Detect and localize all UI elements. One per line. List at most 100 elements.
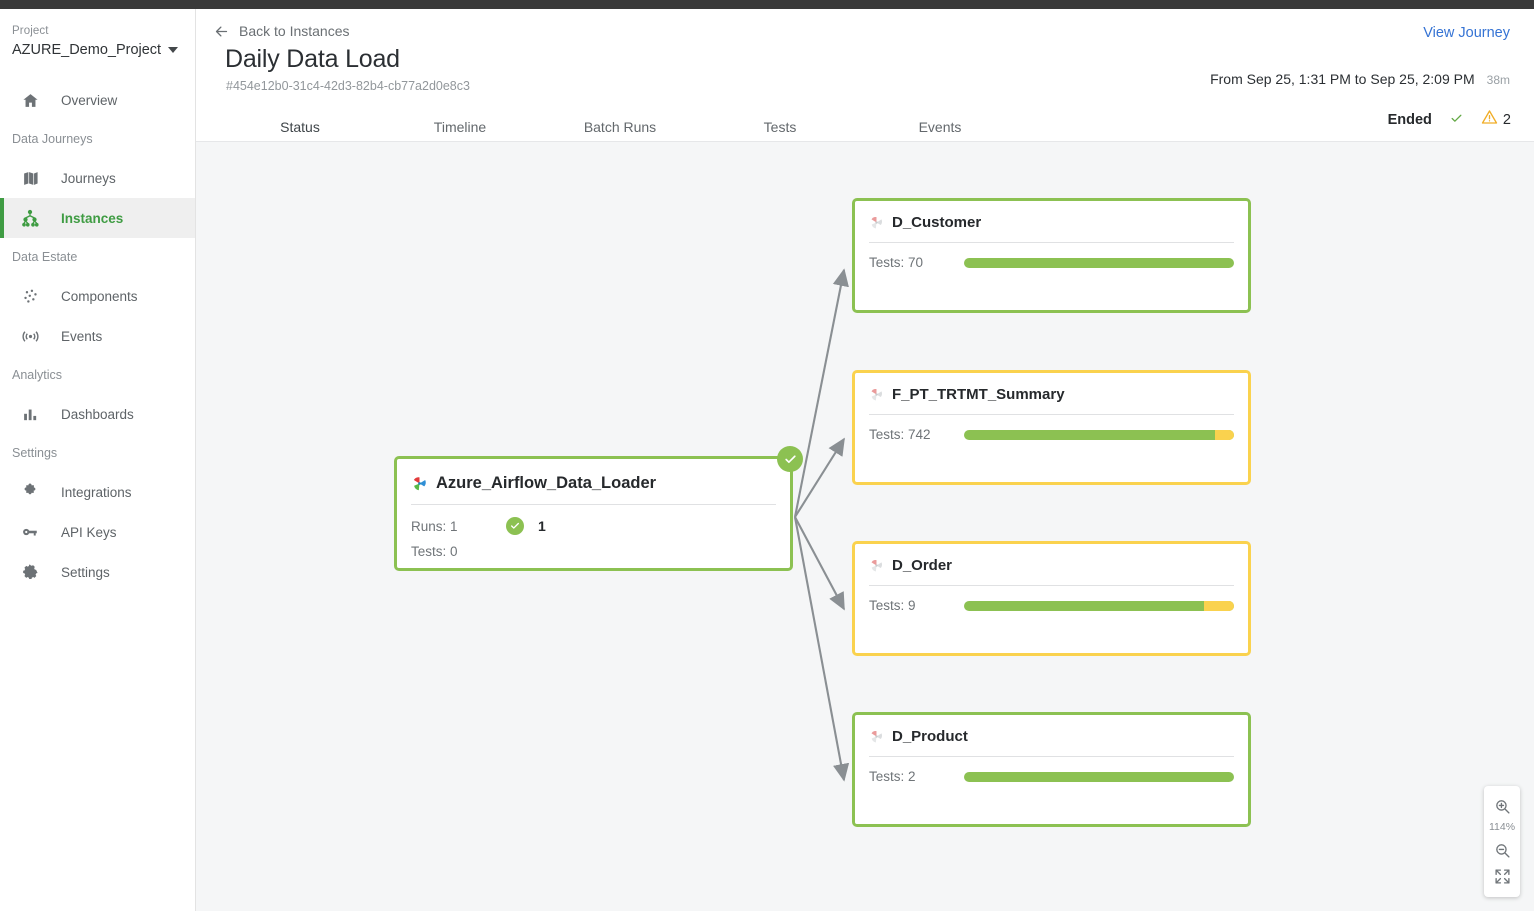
node-divider xyxy=(869,756,1234,757)
run-time-range: From Sep 25, 1:31 PM to Sep 25, 2:09 PM … xyxy=(1210,71,1510,87)
airflow-pinwheel-icon xyxy=(411,475,428,492)
sidebar-item-label: Overview xyxy=(61,92,118,108)
sidebar-item-integrations[interactable]: Integrations xyxy=(0,472,195,512)
graph-edges xyxy=(793,268,850,782)
arrow-left-icon xyxy=(215,26,228,36)
view-journey-link[interactable]: View Journey xyxy=(1423,25,1510,41)
tests-label: Tests: 9 xyxy=(869,598,916,613)
airflow-pinwheel-icon xyxy=(869,215,884,230)
sidebar: Project AZURE_Demo_Project Overview Data… xyxy=(0,9,196,911)
sidebar-item-label: Dashboards xyxy=(61,406,134,422)
graph-node-azure-airflow-data-loader[interactable]: Azure_Airflow_Data_Loader Runs: 1 1 Test… xyxy=(394,446,803,571)
sidebar-section-settings: Settings xyxy=(12,446,58,460)
check-circle-icon xyxy=(506,517,524,535)
tests-metric-row: Tests: 0 xyxy=(411,544,776,559)
tests-label: Tests: 742 xyxy=(869,427,931,442)
sidebar-item-api-keys[interactable]: API Keys xyxy=(0,512,195,552)
puzzle-icon xyxy=(17,483,43,501)
sidebar-item-instances[interactable]: Instances xyxy=(0,198,195,238)
window-top-bar xyxy=(0,0,1534,9)
run-state-label: Ended xyxy=(1387,111,1432,128)
tests-result-bar xyxy=(964,257,1234,268)
tests-metric-row: Tests: 2 xyxy=(869,769,1234,784)
tests-label: Tests: 0 xyxy=(411,544,458,559)
zoom-out-icon xyxy=(1495,843,1510,858)
tests-metric-row: Tests: 70 xyxy=(869,255,1234,270)
run-status-summary: Ended 2 xyxy=(1388,109,1511,130)
tests-label: Tests: 70 xyxy=(869,255,924,270)
project-dropdown[interactable]: AZURE_Demo_Project xyxy=(12,42,195,58)
graph-node-d-product[interactable]: D_Product Tests: 2 xyxy=(852,712,1251,827)
broadcast-icon xyxy=(17,327,43,346)
warning-status[interactable]: 2 xyxy=(1481,109,1511,130)
graph-node-d-customer[interactable]: D_Customer Tests: 70 xyxy=(852,198,1251,313)
tab-timeline[interactable]: Timeline xyxy=(433,119,487,135)
instance-id: #454e12b0-31c4-42d3-82b4-cb77a2d0e8c3 xyxy=(226,79,470,93)
sidebar-item-label: Settings xyxy=(61,564,110,580)
gear-icon xyxy=(17,563,43,581)
node-divider xyxy=(869,414,1234,415)
zoom-in-icon xyxy=(1495,799,1510,814)
journey-graph-canvas[interactable]: Azure_Airflow_Data_Loader Runs: 1 1 Test… xyxy=(196,142,1534,911)
sidebar-item-components[interactable]: Components xyxy=(0,276,195,316)
edge-to-f-pt-trtmt-summary xyxy=(794,437,845,518)
duration-text: 38m xyxy=(1486,73,1510,87)
tests-warning-segment xyxy=(1215,429,1234,440)
node-name: D_Product xyxy=(892,728,968,745)
sidebar-item-dashboards[interactable]: Dashboards xyxy=(0,394,195,434)
zoom-in-button[interactable] xyxy=(1485,793,1519,819)
sidebar-item-journeys[interactable]: Journeys xyxy=(0,158,195,198)
edge-to-d-order xyxy=(794,516,845,611)
sidebar-item-overview[interactable]: Overview xyxy=(0,80,195,120)
node-name: F_PT_TRTMT_Summary xyxy=(892,386,1065,403)
graph-node-f-pt-trtmt-summary[interactable]: F_PT_TRTMT_Summary Tests: 742 xyxy=(852,370,1251,485)
tab-events[interactable]: Events xyxy=(918,119,962,135)
check-icon xyxy=(784,454,796,463)
map-icon xyxy=(17,170,43,187)
runs-success-count: 1 xyxy=(538,518,546,534)
warning-triangle-icon xyxy=(1481,109,1498,130)
tab-batch-runs[interactable]: Batch Runs xyxy=(583,119,657,135)
node-title-row: Azure_Airflow_Data_Loader xyxy=(397,459,790,493)
airflow-pinwheel-icon xyxy=(869,558,884,573)
zoom-out-button[interactable] xyxy=(1485,837,1519,863)
key-icon xyxy=(17,523,43,541)
node-metrics: Tests: 9 xyxy=(855,586,1248,613)
tests-metric-row: Tests: 742 xyxy=(869,427,1234,442)
page-header: Back to Instances Daily Data Load #454e1… xyxy=(196,9,1534,151)
sidebar-item-label: Instances xyxy=(61,210,124,226)
sidebar-item-label: Events xyxy=(61,328,103,344)
page-title: Daily Data Load xyxy=(225,45,400,73)
warning-count: 2 xyxy=(1502,111,1511,128)
back-to-instances-link[interactable]: Back to Instances xyxy=(213,23,350,39)
sidebar-item-label: Journeys xyxy=(61,170,116,186)
project-name: AZURE_Demo_Project xyxy=(12,42,162,58)
runs-label: Runs: 1 xyxy=(411,518,458,534)
project-selector-block: Project AZURE_Demo_Project xyxy=(0,9,195,58)
journey-tree-icon xyxy=(17,209,43,227)
home-icon xyxy=(17,92,43,109)
sidebar-section-analytics: Analytics xyxy=(12,368,63,382)
node-name: D_Customer xyxy=(892,214,982,231)
fit-screen-icon xyxy=(1494,868,1510,884)
node-title-row: D_Customer xyxy=(855,201,1248,231)
tab-tests[interactable]: Tests xyxy=(763,119,797,135)
node-metrics: Tests: 2 xyxy=(855,757,1248,784)
time-range-text: From Sep 25, 1:31 PM to Sep 25, 2:09 PM xyxy=(1210,71,1475,87)
tab-bar-divider xyxy=(196,141,1534,142)
tests-warning-segment xyxy=(1204,600,1234,611)
node-divider xyxy=(411,504,776,505)
project-label: Project xyxy=(12,25,49,37)
node-status-badge xyxy=(777,446,803,472)
tests-result-bar xyxy=(964,600,1234,611)
zoom-level: 114% xyxy=(1488,821,1516,833)
edge-to-d-product xyxy=(793,516,850,782)
sidebar-item-settings[interactable]: Settings xyxy=(0,552,195,592)
tests-result-bar xyxy=(964,429,1234,440)
fit-screen-button[interactable] xyxy=(1485,863,1519,889)
node-metrics: Tests: 70 xyxy=(855,243,1248,270)
runs-metric-row: Runs: 1 1 xyxy=(411,517,776,535)
sidebar-item-label: Integrations xyxy=(61,484,132,500)
graph-node-d-order[interactable]: D_Order Tests: 9 xyxy=(852,541,1251,656)
sidebar-item-events[interactable]: Events xyxy=(0,316,195,356)
